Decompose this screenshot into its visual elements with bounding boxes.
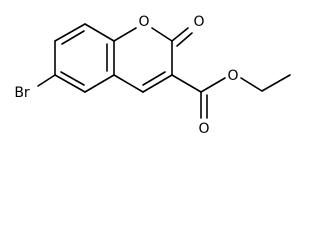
bond-c8a-o1 — [113, 27, 137, 42]
bond-c3-ester-c — [171, 74, 202, 93]
bond-benzene-c5-c6 — [54, 74, 86, 93]
bond-c3-c4 — [142, 74, 173, 93]
bond-ch2-ch3 — [261, 74, 291, 92]
bond-c6-br — [37, 74, 56, 87]
atom-label-carbonyl-oxygen: O — [193, 14, 204, 30]
bond-c4-c4a — [113, 74, 144, 93]
bond-ester-o-ch2 — [240, 77, 263, 92]
bond-ester-c-o-single — [200, 77, 226, 93]
bond-benzene-c4a-c5 — [84, 74, 115, 93]
bond-benzene-c8-c8a — [84, 23, 115, 42]
atom-label-ester-carbonyl-oxygen: O — [198, 121, 209, 137]
atom-label-bromine: Br — [14, 85, 30, 101]
bond-benzene-inner-1 — [60, 71, 85, 86]
atom-label-ester-oxygen: O — [227, 68, 238, 84]
bond-benzene-c7-c8 — [54, 23, 86, 42]
bond-c2-carbonyl-o-double — [176, 32, 193, 47]
bond-benzene-inner-2 — [61, 30, 85, 45]
bond-o1-c2 — [151, 27, 173, 42]
structure-diagram: O O Br O O — [14, 14, 291, 137]
bond-c3-c4-inner — [142, 71, 166, 86]
bond-c2-carbonyl-o — [171, 27, 189, 42]
atom-label-ring-oxygen: O — [138, 14, 149, 30]
